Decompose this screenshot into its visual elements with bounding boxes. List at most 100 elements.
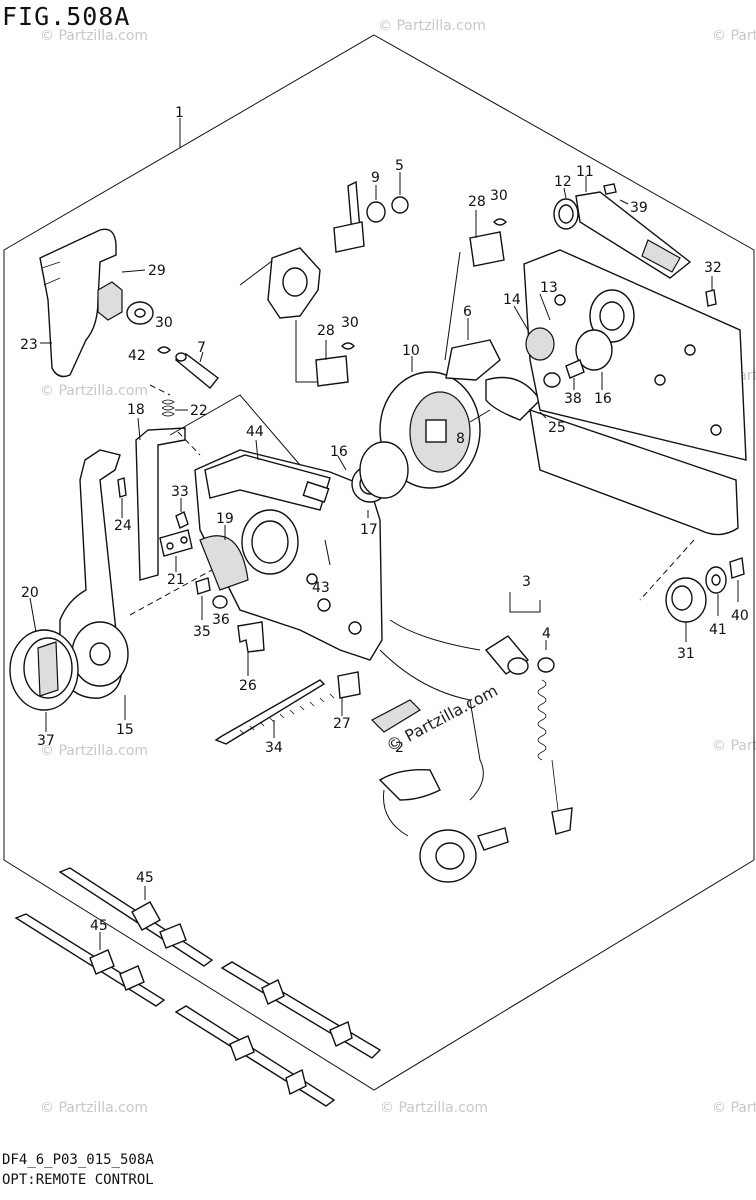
case-hole: [554, 294, 566, 306]
link-hole: [180, 536, 188, 544]
screw-32: [705, 289, 717, 307]
assembly-guide: [639, 539, 695, 601]
nut-40: [729, 557, 745, 579]
callout-30b: 30: [341, 315, 359, 331]
callout-16b: 16: [594, 391, 612, 407]
figure-code: DF4_6_P03_015_508A: [2, 1152, 154, 1168]
callout-43: 43: [312, 580, 330, 596]
watermark: © Partzilla.com: [380, 1100, 488, 1116]
washer-hole: [711, 574, 721, 586]
callout-35: 35: [193, 624, 211, 640]
watermark: © Partzilla.com: [712, 738, 756, 754]
clip-30: [341, 342, 355, 350]
link-21: [159, 529, 193, 557]
side-case-25: [523, 249, 747, 461]
washer-5: [391, 196, 409, 214]
watermark: © Partzilla.com: [712, 28, 756, 44]
watermark: © Partzilla.com: [40, 383, 148, 399]
gear-14: [525, 327, 555, 361]
callout-28b: 28: [317, 323, 335, 339]
callout-11: 11: [576, 164, 594, 180]
harness-wire: [379, 619, 484, 801]
leader-line: [255, 439, 259, 461]
watermark: © Partzilla.com: [40, 28, 148, 44]
top-panel-44: [204, 454, 331, 511]
harness-connector: [378, 769, 441, 801]
bracket-3-leader: [509, 592, 541, 613]
callout-42: 42: [128, 348, 146, 364]
watermark: © Partzilla.com: [40, 1100, 148, 1116]
housing-window: [302, 481, 330, 503]
callout-38: 38: [564, 391, 582, 407]
callout-18: 18: [127, 402, 145, 418]
housing-boss-inner: [251, 520, 289, 564]
callout-37: 37: [37, 733, 55, 749]
leader-line: [513, 305, 529, 331]
callout-30c: 30: [155, 315, 173, 331]
callout-1: 1: [175, 105, 184, 121]
callout-16a: 16: [330, 444, 348, 460]
cam-19: [199, 535, 249, 591]
leader-line: [539, 411, 547, 419]
switch-cap: [507, 657, 529, 675]
case-hole: [684, 344, 696, 356]
lanyard-coil: [537, 679, 547, 761]
callout-22: 22: [190, 403, 208, 419]
callout-5: 5: [395, 158, 404, 174]
seal-hole: [558, 204, 574, 224]
leader-line: [121, 269, 146, 273]
bracket-18: [135, 427, 186, 581]
bushing-hole: [671, 585, 693, 611]
leader-line: [137, 417, 141, 441]
callout-12: 12: [554, 174, 572, 190]
spring-22: [161, 399, 175, 417]
callout-20: 20: [21, 585, 39, 601]
lever-grip-23: [39, 228, 117, 378]
callout-28a: 28: [468, 194, 486, 210]
leader-line: [337, 455, 347, 471]
leader-line: [469, 409, 491, 423]
callout-31: 31: [677, 646, 695, 662]
watermark: © Partzilla.com: [378, 18, 486, 34]
assembly-outline: [3, 34, 755, 1091]
plate-2: [370, 699, 421, 733]
lever-base: [333, 221, 365, 253]
grip-detail: [39, 257, 61, 301]
screw-24: [117, 477, 127, 498]
leader-line: [199, 351, 204, 363]
callout-24: 24: [114, 518, 132, 534]
callout-27: 27: [333, 716, 351, 732]
main-connector-face: [435, 842, 465, 870]
assembly-guide: [169, 394, 301, 466]
callout-15: 15: [116, 722, 134, 738]
leader-line: [324, 539, 331, 566]
leader-line: [539, 293, 551, 321]
callout-45a: 45: [136, 870, 154, 886]
harness-wire: [383, 789, 409, 837]
lanyard-line: [551, 759, 559, 811]
callout-29: 29: [148, 263, 166, 279]
callout-39: 39: [630, 200, 648, 216]
side-case-rail: [529, 408, 739, 536]
washer-36: [212, 595, 228, 609]
cover-tab: [641, 239, 681, 273]
screw-thread: [239, 693, 335, 735]
case-hole: [654, 374, 666, 386]
callout-19: 19: [216, 511, 234, 527]
callout-3: 3: [522, 574, 531, 590]
clip-30: [493, 218, 507, 226]
callout-labels: 1 2 3 4 5 6 7 8 9 10 11 12 13 14 15 16 1…: [20, 105, 749, 934]
case-hole: [710, 424, 722, 436]
assembly-guide: [444, 251, 461, 361]
bracket-28: [469, 231, 505, 267]
callout-33: 33: [171, 484, 189, 500]
callout-7: 7: [197, 340, 206, 356]
callout-34: 34: [265, 740, 283, 756]
callout-9: 9: [371, 170, 380, 186]
callout-10: 10: [402, 343, 420, 359]
callout-6: 6: [463, 304, 472, 320]
pin-end: [175, 352, 187, 362]
callout-45b: 45: [90, 918, 108, 934]
callout-8: 8: [456, 431, 465, 447]
